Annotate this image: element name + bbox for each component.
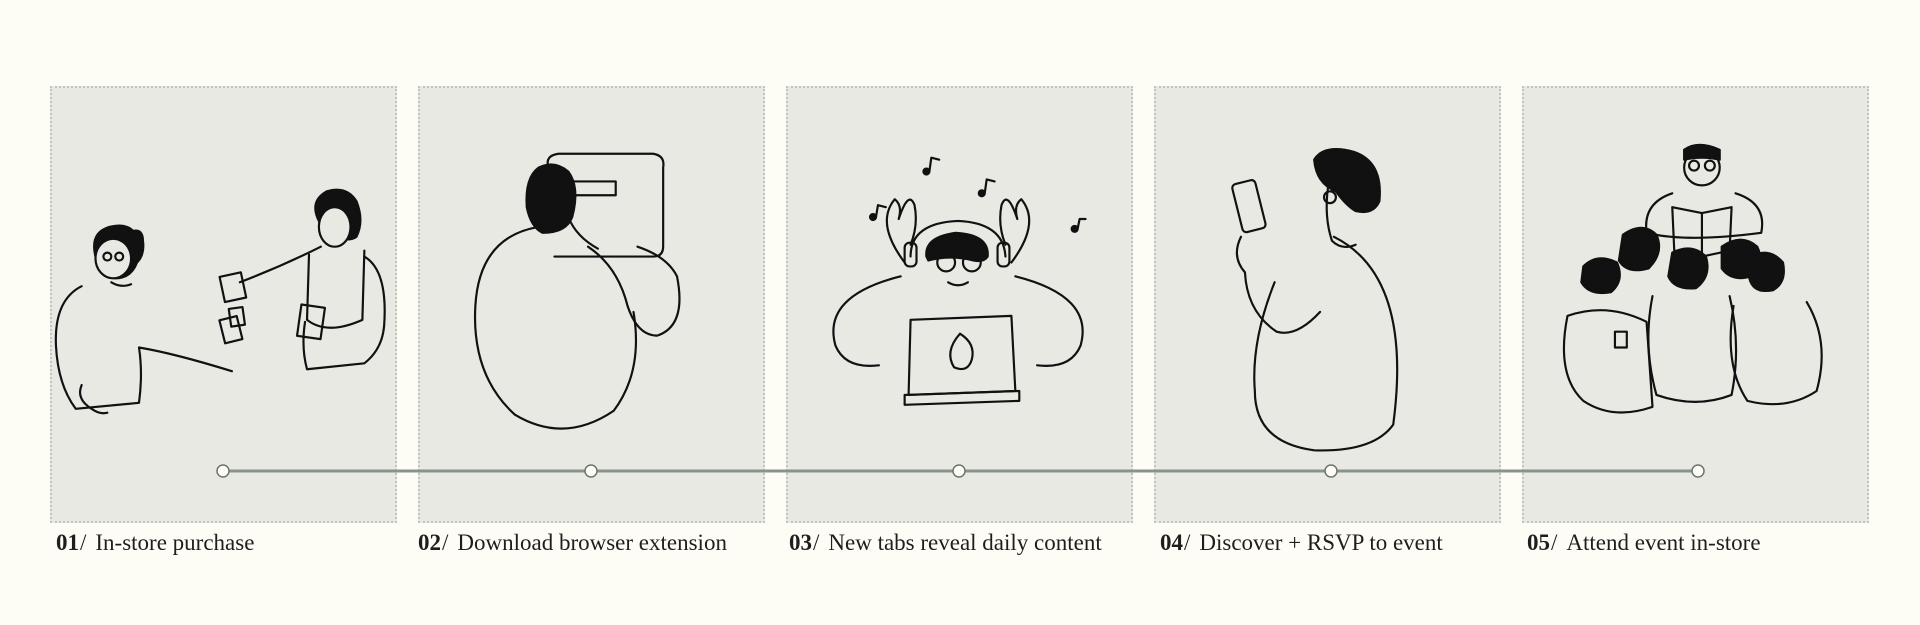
people-exchanging-money-illustration [54,188,386,415]
person-holding-phone-illustration [1231,148,1399,452]
step-label: Download browser extension [457,530,727,555]
step-label: Attend event in-store [1566,530,1761,555]
panel-step-5 [1522,86,1869,523]
step-separator: / [813,530,820,555]
person-with-headphones-and-laptop-illustration [832,156,1087,406]
step-caption-1: 01/ In-store purchase [56,530,254,556]
step-label: New tabs reveal daily content [828,530,1102,555]
step-number: 01 [56,530,79,555]
step-caption-5: 05/ Attend event in-store [1527,530,1761,556]
step-caption-4: 04/ Discover + RSVP to event [1160,530,1443,556]
panel-step-4 [1154,86,1501,523]
step-label: Discover + RSVP to event [1199,530,1443,555]
person-at-computer-illustration [473,152,681,430]
step-number: 03 [789,530,812,555]
step-separator: / [1551,530,1558,555]
step-label: In-store purchase [95,530,255,555]
step-caption-2: 02/ Download browser extension [418,530,727,556]
step-caption-3: 03/ New tabs reveal daily content [789,530,1102,556]
panel-step-1 [50,86,397,523]
panel-step-2 [418,86,765,523]
step-separator: / [442,530,449,555]
step-number: 04 [1160,530,1183,555]
step-number: 05 [1527,530,1550,555]
step-number: 02 [418,530,441,555]
group-reading-book-illustration [1562,143,1823,414]
panel-step-3 [786,86,1133,523]
step-separator: / [80,530,87,555]
step-separator: / [1184,530,1191,555]
